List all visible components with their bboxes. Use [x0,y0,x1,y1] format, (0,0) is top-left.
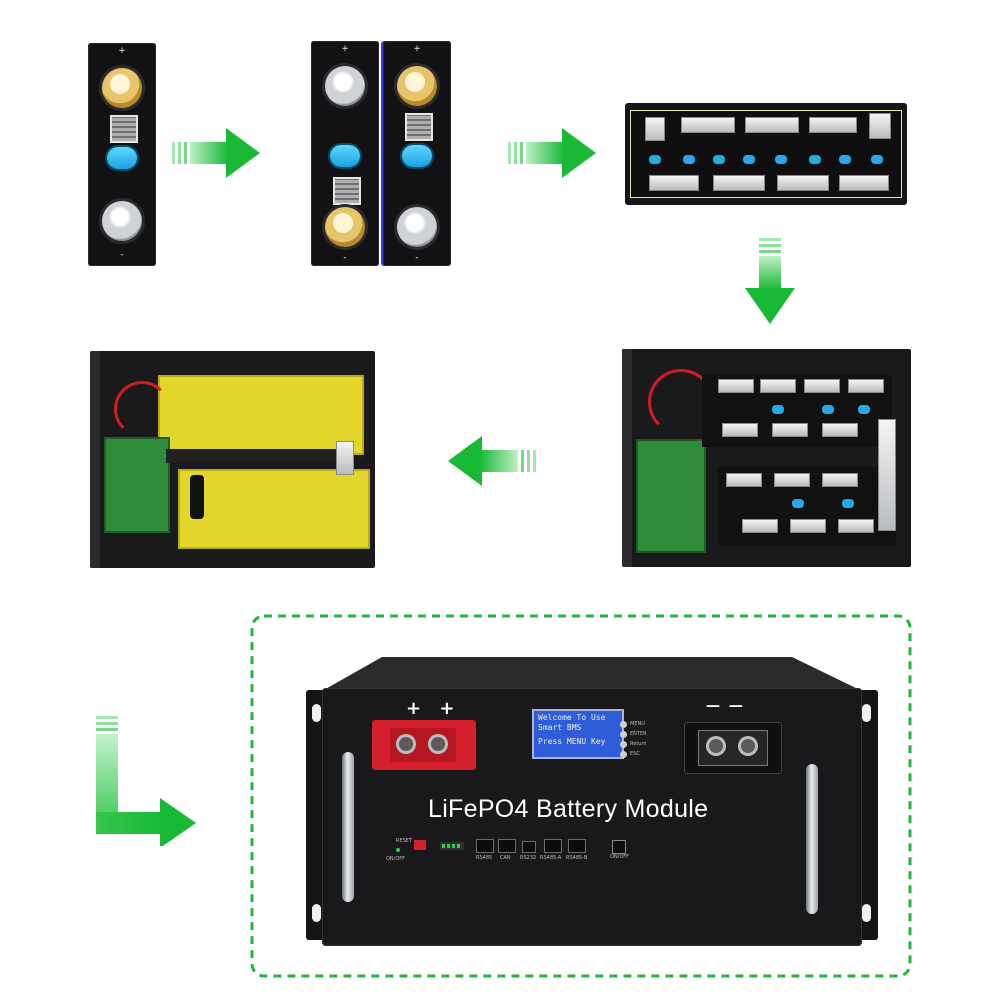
busbar [809,117,857,133]
rs485-port[interactable] [476,839,494,853]
flow-arrow-icon [508,128,596,178]
flow-arrow-icon [172,128,260,178]
insulation-sheet [158,375,364,455]
cell-positive-sign: + [118,46,126,56]
busbar [869,113,891,139]
busbar [649,175,699,191]
qr-code-label [110,115,138,143]
positive-polarity-label: + + [406,698,461,719]
positive-terminal [102,68,142,108]
return-button[interactable] [620,741,627,748]
cell-negative-sign: - [343,253,347,263]
busbar [777,175,829,191]
battery-top-face [322,657,862,691]
menu-button[interactable] [620,721,627,728]
busbar [745,117,799,133]
safety-vent [330,145,360,167]
wired-module-interior [622,349,911,567]
rs485-b-port[interactable] [568,839,586,853]
cell-negative-sign: - [415,253,419,263]
qr-code-label [405,113,433,141]
busbar [681,117,735,133]
menu-button-label: MENU [630,721,645,727]
dip-switch[interactable] [414,840,426,850]
positive-terminal [325,207,365,247]
busbar [839,175,889,191]
flow-arrow-icon [448,436,536,486]
rs485-b-label: RS485-B [566,855,588,861]
enter-button-label: ENTER [630,731,647,737]
rs485-a-port[interactable] [544,839,562,853]
can-label: CAN [500,855,511,861]
cell-pair-right: + - [383,41,451,266]
power-label: ON/OFF [386,856,406,862]
cell-positive-sign: + [413,44,421,54]
cell-positive-sign: + [341,44,349,54]
flow-arrow-icon [745,238,795,324]
insulated-module-interior [90,351,375,568]
return-button-label: Return [630,741,647,747]
cell-string-assembly [625,103,907,205]
rs232-port[interactable] [522,841,536,853]
lcd-line-1: Welcome To Use [538,713,606,722]
positive-terminal [397,66,437,106]
negative-terminal [397,207,437,247]
bms-board [104,437,170,533]
rs485-a-label: RS485-A [540,855,562,861]
safety-vent [402,145,432,167]
esc-button[interactable] [620,751,627,758]
enter-button[interactable] [620,731,627,738]
busbar [645,117,665,141]
cell-negative-sign: - [120,250,124,260]
esc-button-label: ESC [630,751,640,757]
cell-pair-left: + - [311,41,379,266]
reset-led [396,848,400,852]
bms-board [636,439,706,553]
reset-label: RESET [396,838,413,844]
negative-terminal-cover[interactable] [684,722,782,774]
left-handle[interactable] [342,752,354,902]
lcd-line-3: Press MENU Key [538,737,606,746]
bms-lcd-display: Welcome To Use Smart BMS Press MENU Key [532,709,624,759]
battery-module-title: LiFePO4 Battery Module [428,795,709,823]
power-switch-label: ON/OFF [610,854,630,860]
rs485-label: RS485 [476,855,493,861]
negative-polarity-label: — — [706,698,745,714]
status-leds [440,842,464,850]
positive-terminal-cover[interactable] [372,720,476,770]
safety-vent [107,147,137,169]
negative-terminal [102,201,142,241]
flow-arrow-icon [96,716,196,846]
single-cell: + - [88,43,156,266]
busbar [713,175,765,191]
insulation-sheet [178,469,370,549]
lcd-line-2: Smart BMS [538,723,582,732]
battery-front-panel: + + Welcome To Use Smart BMS Press MENU … [322,688,862,946]
rs232-label: RS232 [520,855,537,861]
right-handle[interactable] [806,764,818,914]
qr-code-label [333,177,361,205]
negative-terminal [325,66,365,106]
power-switch[interactable] [612,840,626,854]
can-port[interactable] [498,839,516,853]
